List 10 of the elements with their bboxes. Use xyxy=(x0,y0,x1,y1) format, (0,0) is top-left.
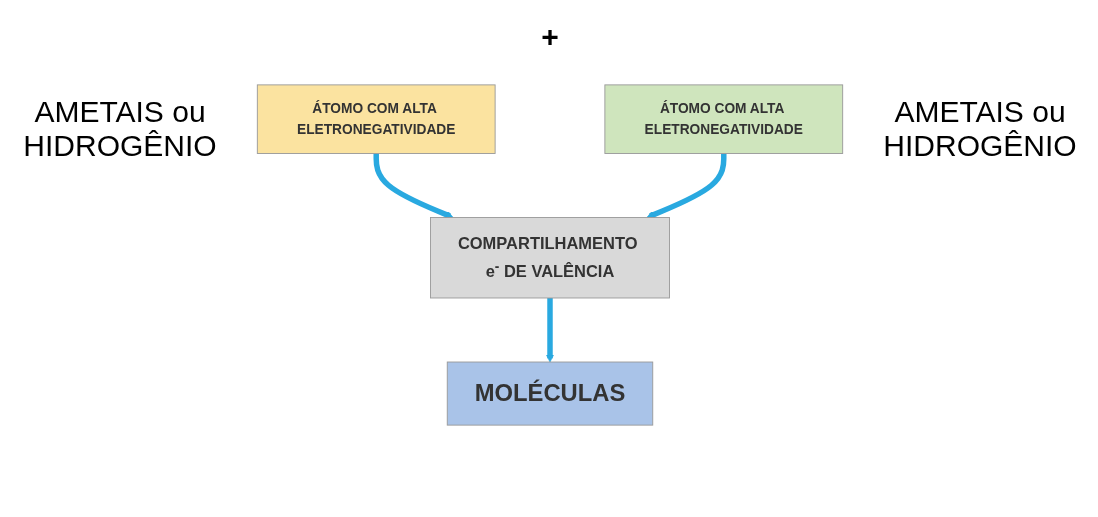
arrow xyxy=(546,298,554,363)
arrow xyxy=(373,153,454,219)
node-box: COMPARTILHAMENTO e$^{-}$ DE VALÊNCIA xyxy=(430,217,670,299)
node-box: ÁTOMO COM ALTA ELETRONEGATIVIDADE xyxy=(256,84,496,154)
arrow xyxy=(646,153,727,219)
side-note: AMETAIS ou HIDROGÊNIO xyxy=(22,95,218,163)
node-box: MOLÉCULAS xyxy=(446,361,654,426)
plus-sign: + xyxy=(540,20,560,54)
side-note: AMETAIS ou HIDROGÊNIO xyxy=(882,95,1078,163)
node-box: ÁTOMO COM ALTA ELETRONEGATIVIDADE xyxy=(604,84,844,154)
